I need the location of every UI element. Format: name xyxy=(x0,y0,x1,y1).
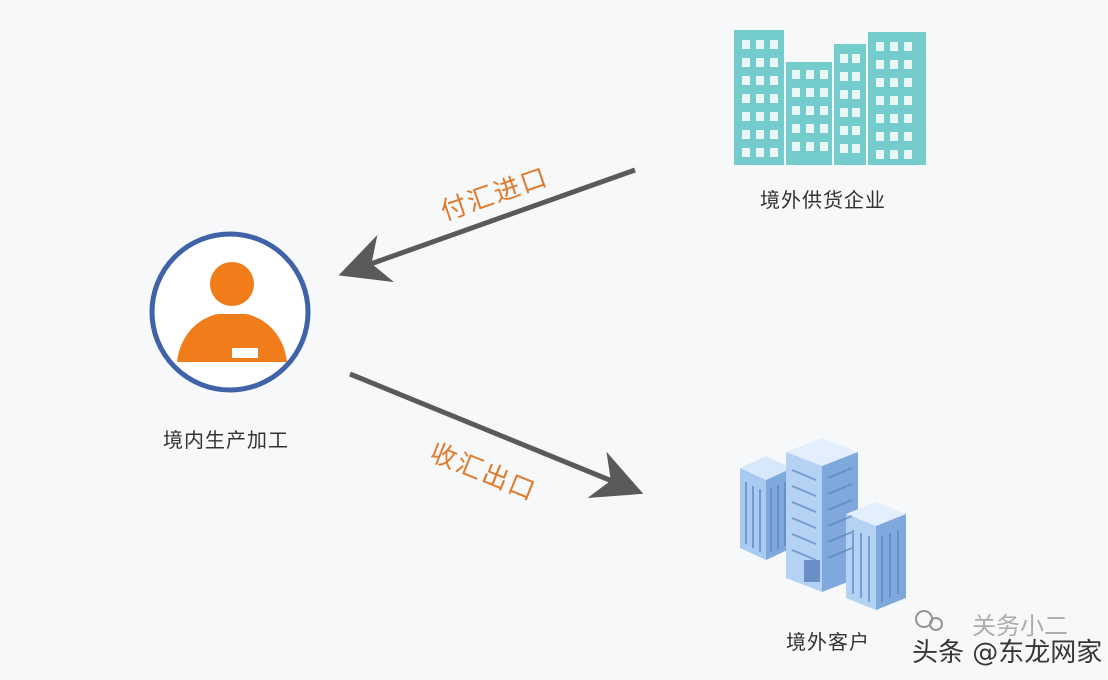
watermark-logo-icon xyxy=(915,610,943,631)
import-arrow xyxy=(338,167,636,283)
watermark-line1: 关务小二 xyxy=(972,612,1068,640)
tower-stripes xyxy=(745,467,899,602)
supplier-label: 境外供货企业 xyxy=(760,188,886,212)
domestic-label: 境内生产加工 xyxy=(163,428,289,452)
tower-door xyxy=(804,560,820,582)
person-badge-icon xyxy=(149,231,311,393)
export-arrow xyxy=(349,371,644,499)
customer-label: 境外客户 xyxy=(786,630,870,654)
watermark-line2: 头条 @东龙网家 xyxy=(912,638,1103,668)
building-windows xyxy=(742,40,912,159)
